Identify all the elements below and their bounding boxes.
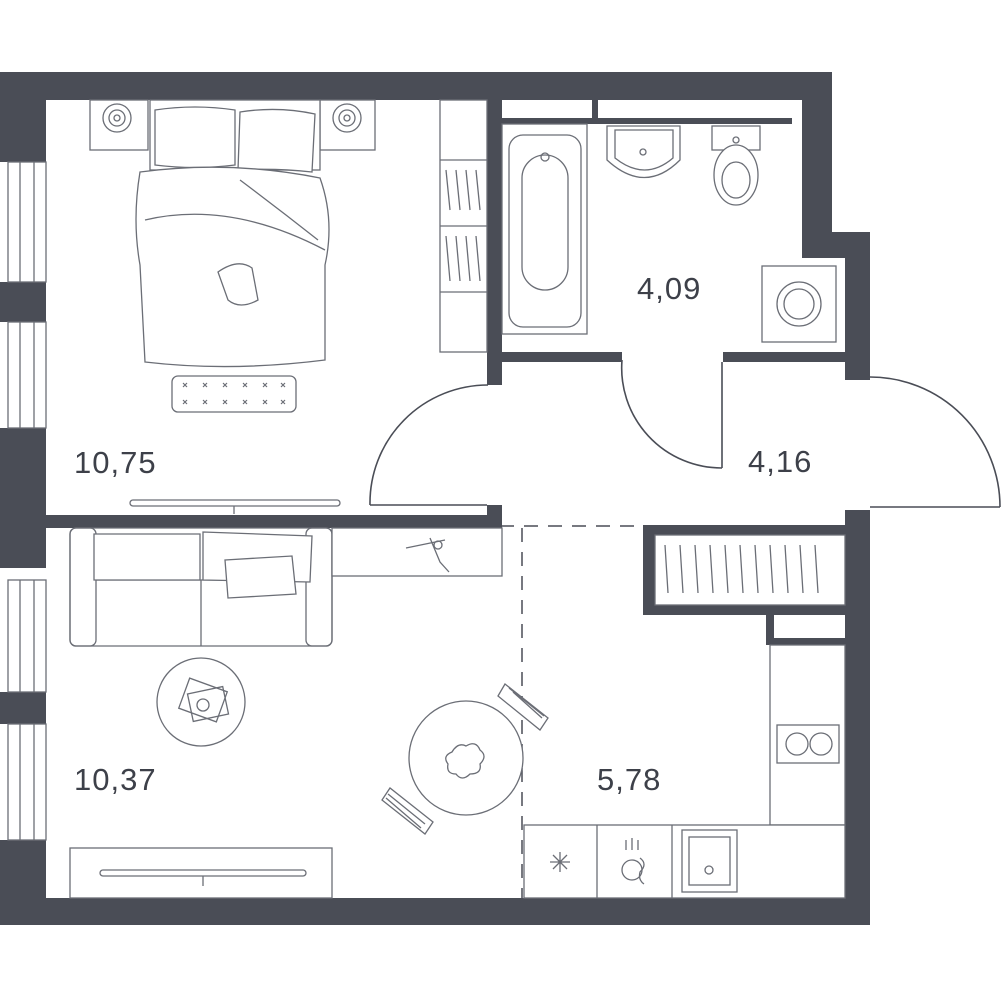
sink-icon [606,125,681,179]
hallway-area-label: 4,16 [748,444,812,479]
wardrobe-hall [654,534,846,606]
kitchen-area-label: 5,78 [597,762,661,797]
area-labels: 10,75 4,09 4,16 10,37 5,78 [74,271,812,797]
bathtub-icon [501,123,588,335]
bathroom-area-label: 4,09 [637,271,701,306]
walls [0,72,870,925]
dining-table-icon [381,683,549,835]
bed-icon [135,99,330,368]
washing-machine-icon [761,265,837,343]
nightstand-left [89,99,149,151]
kitchen-sink-icon [681,829,738,893]
plant-icon [445,743,485,779]
sofa-icon [69,527,333,647]
tv-icon-living [69,847,333,899]
living-room-area-label: 10,37 [74,762,157,797]
toilet-icon [711,125,761,206]
rug [171,375,297,413]
dishwasher-icon [621,838,645,885]
cooktop-icon [776,724,840,764]
doors [369,359,1001,508]
bedroom-area-label: 10,75 [74,445,157,480]
windows [7,161,47,841]
fridge-icon [550,852,570,872]
wardrobe-icon [439,99,488,353]
coffee-table-icon [156,657,246,747]
shelf [331,527,503,577]
nightstand-right [319,99,376,151]
zone-dividers [500,525,645,898]
tv-icon [129,499,341,514]
